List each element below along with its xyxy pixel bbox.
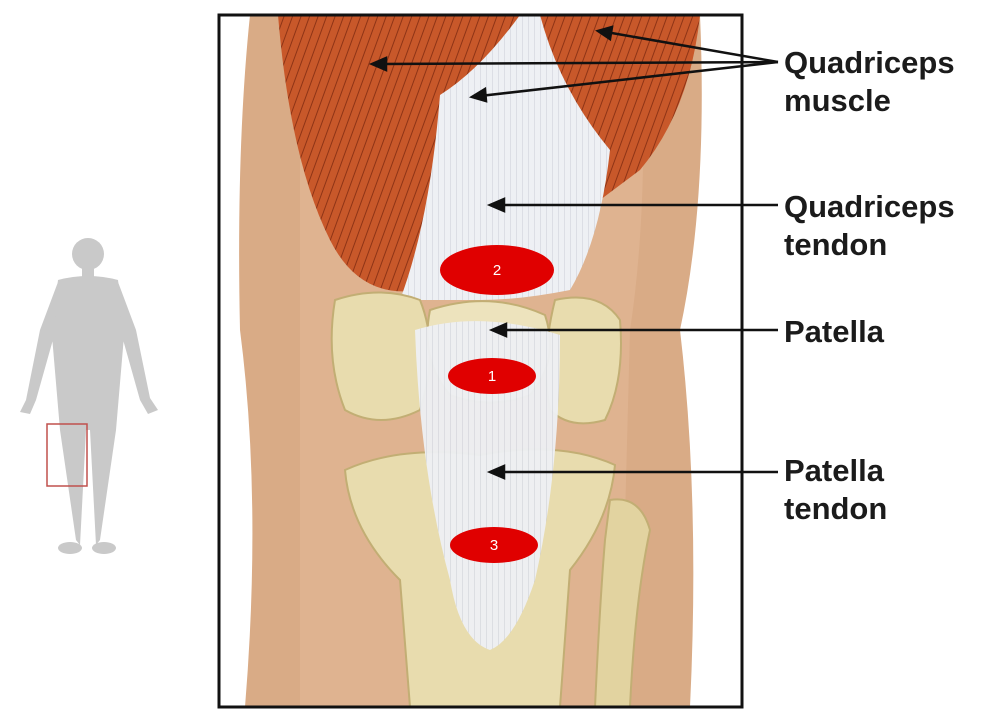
marker-3-label: 3	[490, 537, 498, 554]
quadriceps-tendon-label: Quadriceps tendon	[784, 188, 955, 264]
quadriceps-muscle-label: Quadriceps muscle	[784, 44, 955, 120]
marker-1-label: 1	[488, 368, 496, 385]
marker-2-label: 2	[493, 262, 501, 279]
patella-label: Patella	[784, 313, 884, 351]
patella-tendon-label: Patella tendon	[784, 452, 887, 528]
